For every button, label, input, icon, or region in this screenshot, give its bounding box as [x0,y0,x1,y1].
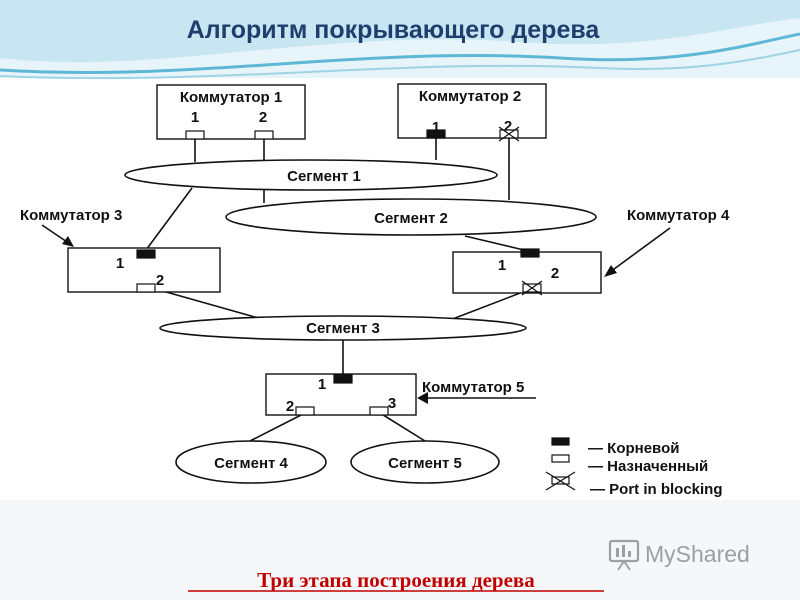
segment-5: Сегмент 5 [350,440,500,484]
slide-caption-link[interactable]: Три этапа построения дерева [257,568,535,592]
switch-3: 1 2 [67,247,221,293]
switch-4-port-2-blocking [521,280,543,296]
switch-1-port-2-designated [254,130,274,140]
switch-2-port-1-label: 1 [432,119,440,136]
switch-5-port-3-label: 3 [388,395,396,412]
switch-2-port-2-label: 2 [504,118,512,135]
switch-5-port-3-designated [369,406,389,416]
logo-text: MyShared [645,541,750,567]
segment-5-label: Сегмент 5 [388,455,462,472]
switch-3-port-1-label: 1 [116,255,124,272]
switch-4-pointer [609,227,671,273]
link-sw3-p2-seg3 [151,287,263,320]
segment-3-label: Сегмент 3 [306,320,380,337]
switch-1-port-1-label: 1 [191,109,199,126]
legend-root-label: — Корневой [588,440,679,457]
legend: — Корневой — Назначенный — Port in block… [545,437,723,498]
switch-1-port-2-label: 2 [259,109,267,126]
segment-2: Сегмент 2 [225,198,597,236]
switch-3-port-2-designated [136,283,156,293]
switch-5-name: Коммутатор 5 [422,379,524,396]
segment-3: Сегмент 3 [159,315,527,341]
switch-2-name: Коммутатор 2 [419,88,521,105]
legend-root-swatch [551,437,570,446]
segment-4: Сегмент 4 [175,440,327,484]
segment-1: Сегмент 1 [124,159,498,191]
switch-2-port-1-root [426,129,446,139]
switch-3-port-1-root [136,249,156,259]
link-sw4-p2-seg3 [449,289,529,321]
legend-blocking-label: — Port in blocking [590,481,723,498]
switch-4-port-2-label: 2 [551,265,559,282]
switch-4-port-1-root [520,248,540,258]
switch-5-port-1-label: 1 [318,376,326,393]
switch-1: Коммутатор 1 1 2 [156,84,306,140]
segment-4-label: Сегмент 4 [214,455,288,472]
logo: MyShared [608,539,750,571]
switch-4-name: Коммутатор 4 [627,207,730,224]
legend-designated-label: — Назначенный [588,458,708,475]
link-sw5-p2-seg4 [249,412,306,442]
switch-3-name: Коммутатор 3 [20,207,122,224]
switch-4: 1 2 [452,248,602,296]
switch-2-port-2-blocking [498,126,520,142]
switch-2: Коммутатор 2 1 2 [397,83,547,142]
switch-3-pointer-arrowhead-icon [62,236,74,247]
link-seg2-sw4 [464,235,529,252]
switch-5-port-2-label: 2 [286,398,294,415]
segment-1-label: Сегмент 1 [287,168,361,185]
switch-5-port-1-root [333,374,353,384]
switch-5-pointer-arrowhead-icon [417,392,428,404]
switch-5: 1 2 3 [265,373,417,416]
slide-title: Алгоритм покрывающего дерева [187,16,601,44]
legend-designated-swatch [551,454,570,463]
link-seg1-sw3 [145,187,193,251]
link-sw5-p3-seg5 [379,412,426,442]
switch-1-name: Коммутатор 1 [180,89,282,106]
switch-5-port-2-designated [295,406,315,416]
switch-4-pointer-arrowhead-icon [604,265,617,277]
footer-band [0,500,800,600]
segment-2-label: Сегмент 2 [374,210,448,227]
switch-3-port-2-label: 2 [156,272,164,289]
presentation-board-icon [608,539,640,571]
switch-1-port-1-designated [185,130,205,140]
switch-4-port-1-label: 1 [498,257,506,274]
legend-blocking-swatch [545,471,576,491]
header-band: Алгоритм покрывающего дерева [0,0,800,80]
